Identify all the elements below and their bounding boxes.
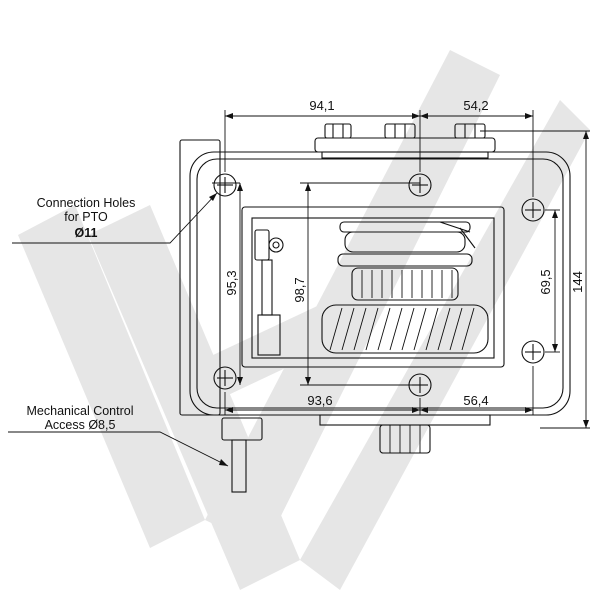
pto-leader <box>12 192 218 244</box>
dim-text-inner-height: 98,7 <box>292 277 307 302</box>
inspection-window <box>241 206 505 368</box>
dim-text-bottom-left: 93,6 <box>307 393 332 408</box>
dim-text-overall-height: 144 <box>570 271 585 293</box>
mechanical-control-line1: Mechanical Control <box>27 404 134 418</box>
mounting-hole <box>213 173 237 197</box>
output-shaft <box>379 424 431 454</box>
watermark-logo <box>18 50 590 590</box>
upper-hub <box>344 231 466 253</box>
control-lever-rod <box>231 439 247 493</box>
top-bolt-middle <box>384 123 416 139</box>
helical-gear <box>321 304 489 354</box>
dimension-lines <box>212 110 590 429</box>
gearbox-housing-inner-edge <box>196 158 564 409</box>
dim-text-right-inner-height: 69,5 <box>538 269 553 294</box>
mounting-hole <box>521 340 545 364</box>
mechanical-control-leader <box>8 431 229 467</box>
pto-callout-line1: Connection Holes <box>37 196 136 210</box>
spline-gear <box>351 267 459 301</box>
pto-callout-line2: for PTO <box>64 210 108 224</box>
pto-callout-line3: Ø11 <box>75 226 98 240</box>
leader-arrowheads <box>209 193 228 466</box>
mounting-hole <box>408 173 432 197</box>
top-bolt-left <box>324 123 352 139</box>
gear-assembly <box>321 221 489 354</box>
spline-gear-teeth <box>361 270 453 298</box>
output-shaft-splines <box>389 425 421 453</box>
dim-text-top-right: 54,2 <box>463 98 488 113</box>
mechanical-control-callout: Mechanical Control Access Ø8,5 <box>27 404 134 432</box>
pto-holes-callout: Connection Holes for PTO Ø11 <box>37 196 136 240</box>
inspection-window-inner <box>251 217 495 359</box>
top-flange-base <box>321 151 489 159</box>
mounting-holes <box>213 173 545 397</box>
leader-lines <box>8 192 229 467</box>
dim-text-top-left: 94,1 <box>309 98 334 113</box>
control-mechanism <box>254 229 284 356</box>
mechanical-control-line2: Access Ø8,5 <box>45 418 116 432</box>
mounting-hole <box>521 198 545 222</box>
helical-gear-teeth <box>329 307 475 351</box>
shaft-collar <box>337 253 473 267</box>
dim-text-bottom-right: 56,4 <box>463 393 488 408</box>
arrowheads <box>225 113 589 428</box>
back-plate <box>179 139 221 416</box>
dim-text-left-height: 95,3 <box>224 270 239 295</box>
mounting-hole <box>213 366 237 390</box>
